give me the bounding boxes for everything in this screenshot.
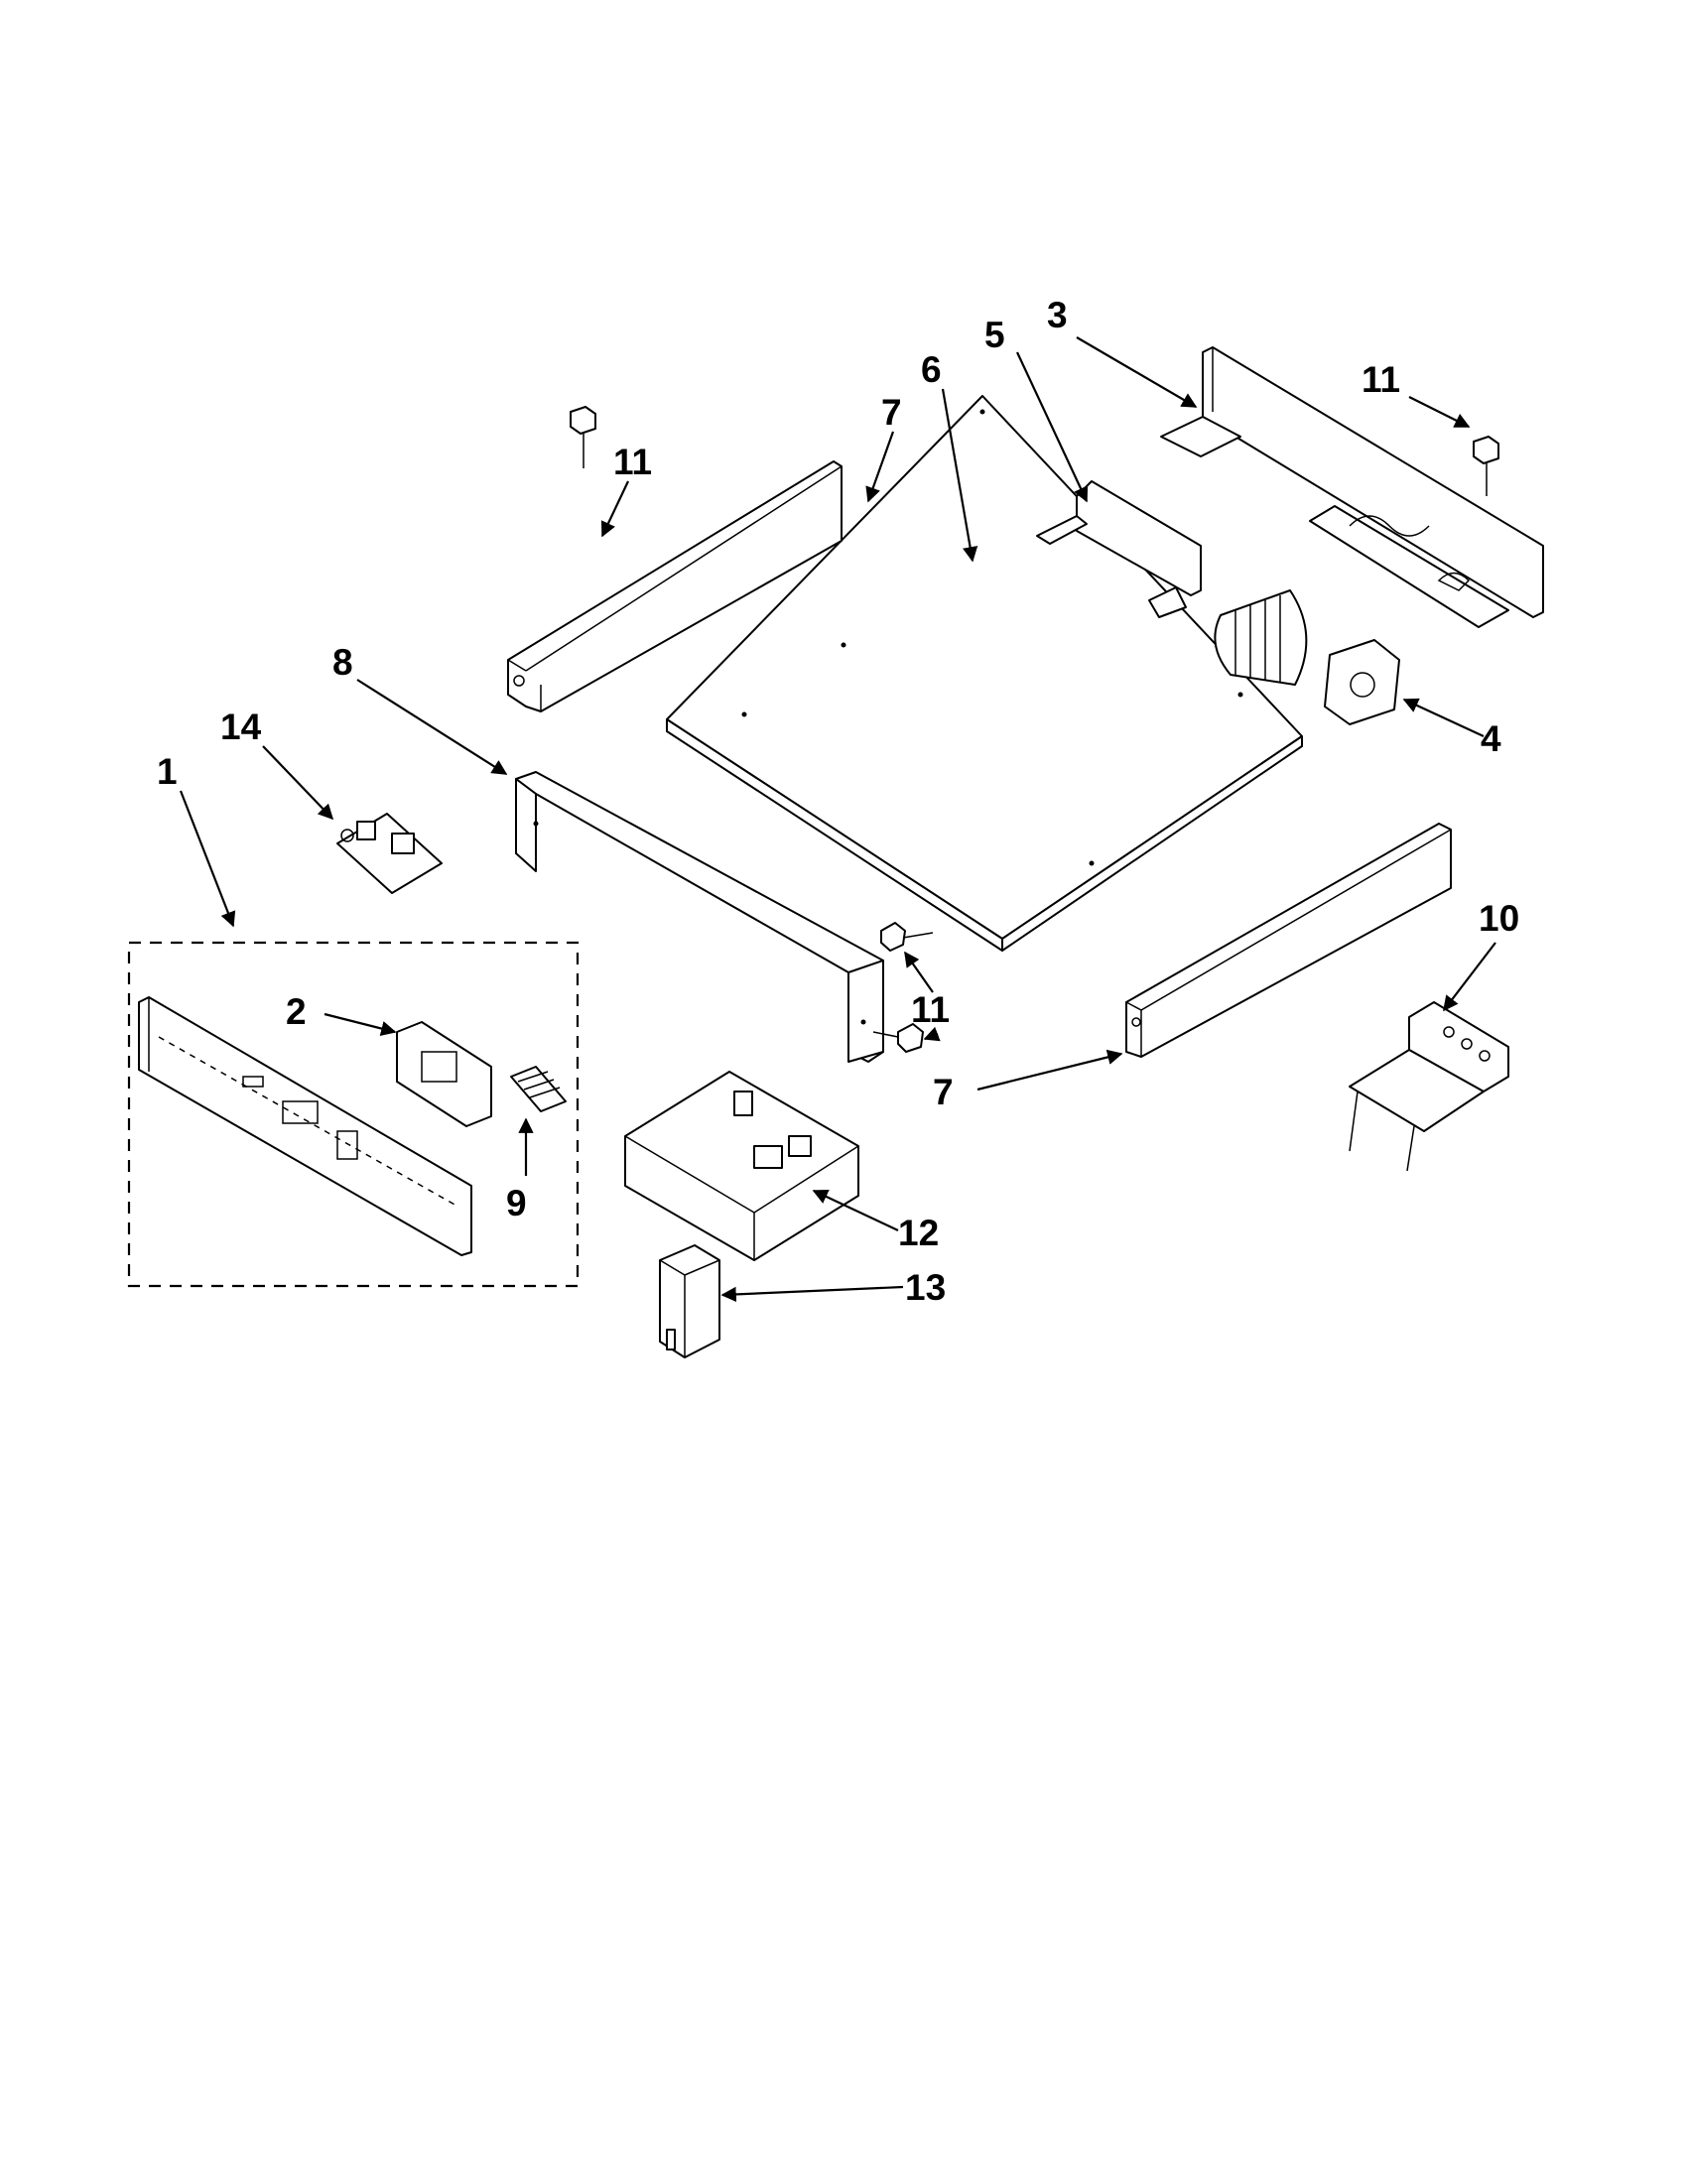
callout-11-upper-left: 11 [613, 442, 652, 482]
callout-8: 8 [332, 642, 353, 683]
callout-11-upper-right: 11 [1362, 359, 1400, 400]
circuit-board-part-13 [336, 813, 443, 894]
screw-part-11-lower [872, 1023, 924, 1053]
screw-part-11-middle [880, 922, 934, 952]
callout-7-lower: 7 [933, 1072, 954, 1112]
bracket-part-5 [1036, 480, 1202, 618]
screw-part-11-upper-left [570, 406, 596, 468]
callout-3: 3 [1047, 295, 1068, 335]
callout-11-middle: 11 [911, 989, 950, 1030]
control-panel-part-1 [138, 996, 472, 1256]
callout-12: 12 [898, 1213, 939, 1253]
control-board-part-12 [624, 1071, 859, 1261]
callout-6: 6 [921, 349, 942, 390]
top-panel-part-6 [666, 395, 1303, 952]
callout-2: 2 [286, 991, 307, 1032]
callout-5: 5 [984, 315, 1005, 355]
relay-part-14 [659, 1244, 720, 1358]
bracket-part-10 [1349, 1001, 1509, 1172]
callout-10: 10 [1479, 898, 1519, 939]
front-channel-part-8 [515, 771, 884, 1063]
blower-motor-part-4 [1214, 589, 1400, 725]
screw-part-11-upper-right [1473, 436, 1499, 496]
rear-bracket-part-3 [1160, 346, 1544, 628]
side-rail-part-7-upper [507, 460, 843, 712]
leader-lines [179, 336, 1496, 1303]
side-rail-part-7-right [1125, 823, 1452, 1058]
callout-4: 4 [1481, 718, 1501, 759]
keypad-part-9 [510, 1066, 567, 1112]
callout-14: 13 [905, 1267, 946, 1308]
callout-13: 14 [220, 707, 262, 747]
module-part-2 [396, 1021, 492, 1127]
callout-7-upper: 7 [881, 392, 902, 433]
control-panel-group-part-1 [127, 941, 580, 1288]
callout-labels: 3 5 6 7 11 11 4 8 14 1 2 9 11 7 10 12 13 [157, 295, 1519, 1308]
callout-1: 1 [157, 751, 178, 792]
callout-9: 9 [506, 1183, 527, 1223]
